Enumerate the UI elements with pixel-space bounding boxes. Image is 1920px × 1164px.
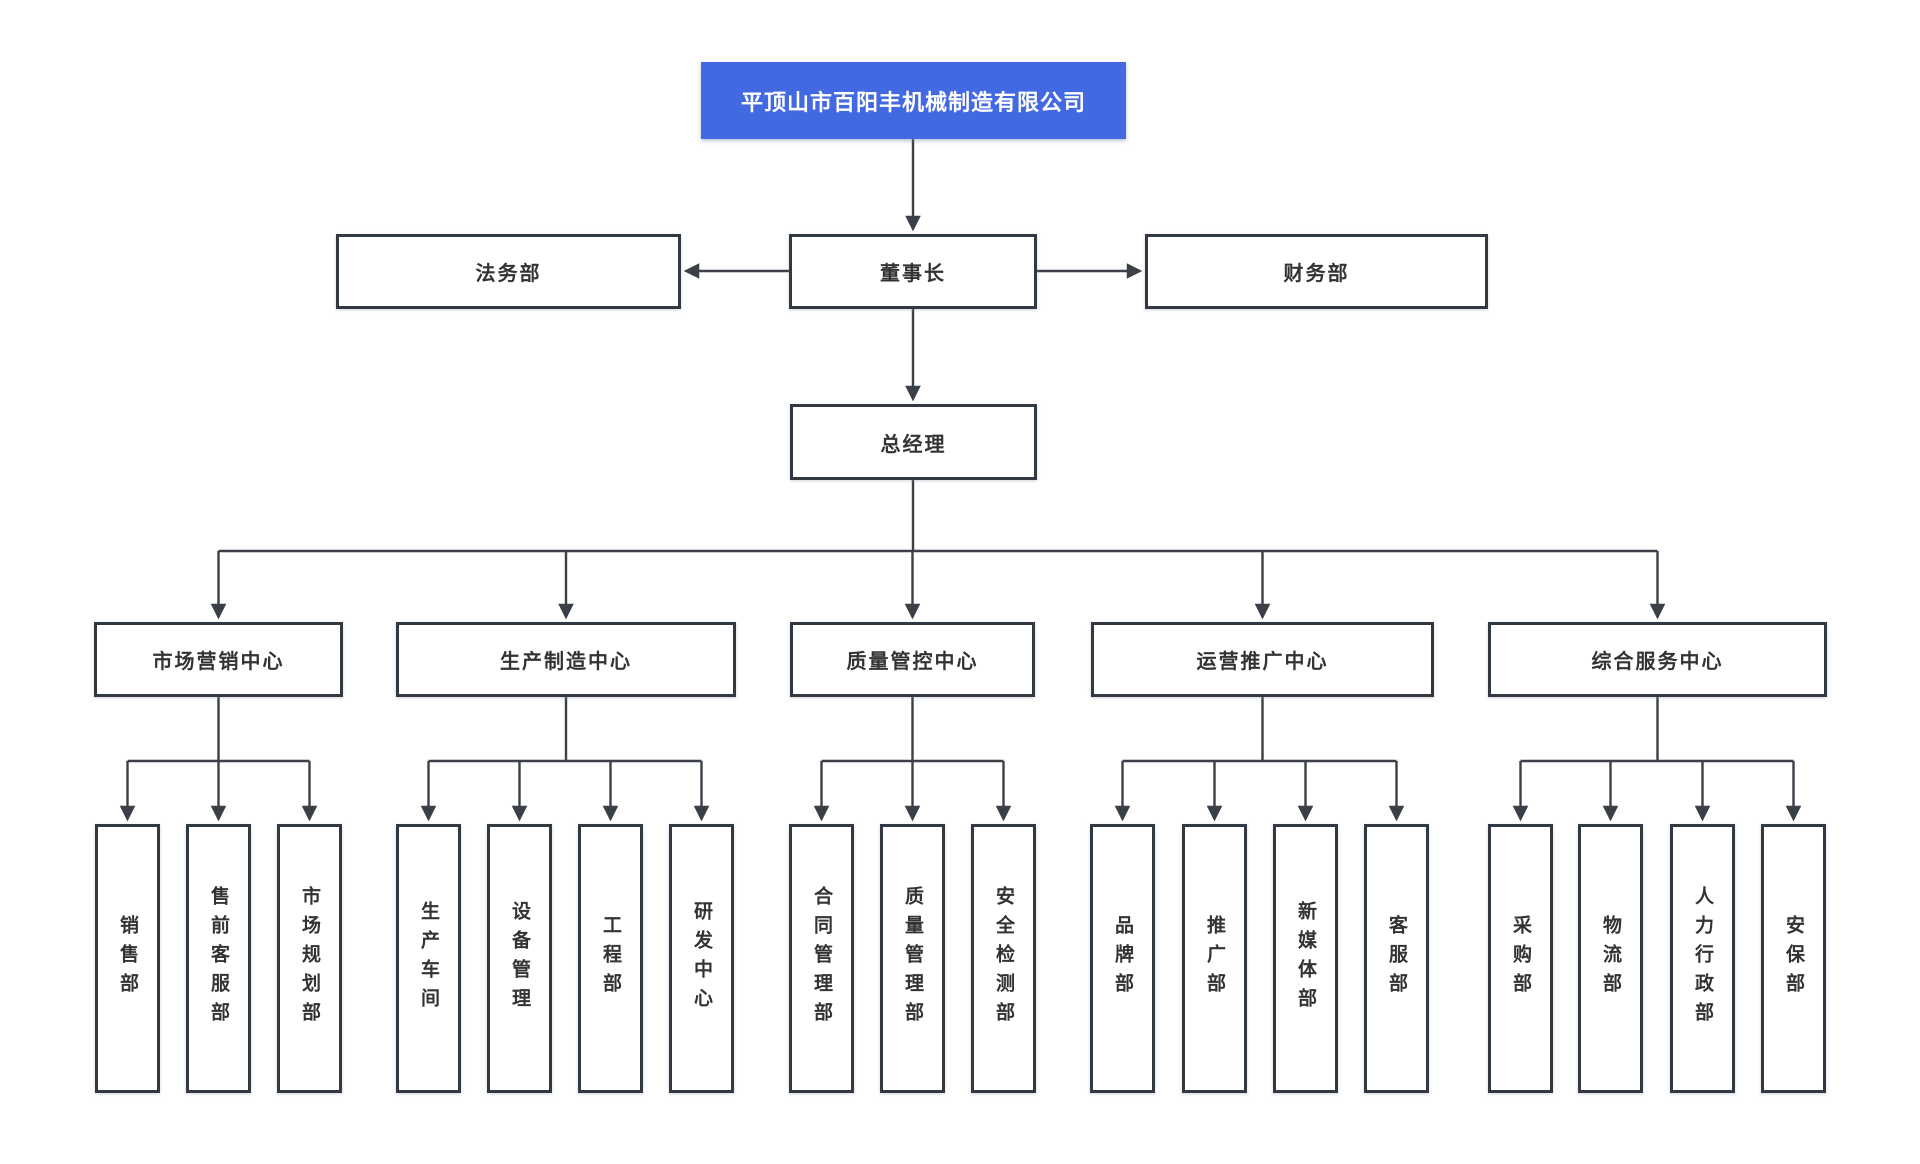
company-root-node[interactable]: 平顶山市百阳丰机械制造有限公司 [701,62,1126,139]
dept-label-hr-admin: 人力行政部 [1692,886,1713,1031]
dept-node-safety-inspection[interactable]: 安全检测部 [971,824,1036,1093]
dept-node-equipment-management[interactable]: 设备管理 [487,824,552,1093]
dept-node-presales-service[interactable]: 售前客服部 [186,824,251,1093]
center-label-marketing: 市场营销中心 [152,651,285,673]
dept-label-rd-center: 研发中心 [691,900,712,1017]
center-node-quality[interactable]: 质量管控中心 [790,622,1035,697]
dept-node-contract-management[interactable]: 合同管理部 [789,824,854,1093]
dept-label-promotion: 推广部 [1204,915,1225,1002]
dept-label-new-media: 新媒体部 [1295,900,1316,1017]
center-label-operations: 运营推广中心 [1196,651,1329,673]
dept-node-rd-center[interactable]: 研发中心 [669,824,734,1093]
company-name: 平顶山市百阳丰机械制造有限公司 [740,89,1086,115]
center-node-services[interactable]: 综合服务中心 [1488,622,1827,697]
center-label-production: 生产制造中心 [500,651,632,673]
dept-label-sales: 销售部 [117,915,138,1002]
connector-group5-rail [1520,697,1794,763]
chairman-label: 董事长 [880,263,946,285]
dept-node-market-planning[interactable]: 市场规划部 [277,824,342,1093]
dept-node-procurement[interactable]: 采购部 [1488,824,1553,1093]
center-label-quality: 质量管控中心 [846,651,979,673]
dept-node-quality-management[interactable]: 质量管理部 [880,824,945,1093]
dept-label-engineering: 工程部 [600,915,621,1002]
legal-dept-label: 法务部 [475,263,542,285]
connector-gm-stem [218,480,1658,553]
dept-label-production-workshop: 生产车间 [418,900,439,1017]
general-manager-node[interactable]: 总经理 [790,404,1037,480]
finance-dept-label: 财务部 [1283,263,1350,285]
dept-node-production-workshop[interactable]: 生产车间 [396,824,461,1093]
dept-node-logistics[interactable]: 物流部 [1578,824,1643,1093]
connector-group2-rail [428,697,702,763]
dept-node-customer-service[interactable]: 客服部 [1364,824,1429,1093]
dept-label-equipment-management: 设备管理 [509,900,530,1017]
connector-group4-rail [1122,697,1397,763]
dept-label-security: 安保部 [1783,915,1804,1002]
dept-label-brand: 品牌部 [1112,915,1133,1002]
dept-label-quality-management: 质量管理部 [902,886,923,1031]
center-node-marketing[interactable]: 市场营销中心 [94,622,343,697]
dept-label-customer-service: 客服部 [1386,915,1407,1002]
dept-node-new-media[interactable]: 新媒体部 [1273,824,1338,1093]
dept-node-hr-admin[interactable]: 人力行政部 [1670,824,1735,1093]
center-node-operations[interactable]: 运营推广中心 [1091,622,1434,697]
dept-label-presales-service: 售前客服部 [208,886,229,1031]
center-label-services: 综合服务中心 [1591,651,1724,673]
general-manager-label: 总经理 [880,433,947,456]
dept-node-engineering[interactable]: 工程部 [578,824,643,1093]
connector-group3-rail [821,697,1004,763]
finance-dept-node[interactable]: 财务部 [1145,234,1488,309]
dept-node-brand[interactable]: 品牌部 [1090,824,1155,1093]
dept-node-sales[interactable]: 销售部 [95,824,160,1093]
dept-label-market-planning: 市场规划部 [299,886,320,1031]
dept-label-logistics: 物流部 [1600,915,1621,1002]
center-node-production[interactable]: 生产制造中心 [396,622,736,697]
connector-group1-rail [127,697,310,763]
dept-label-safety-inspection: 安全检测部 [993,886,1014,1031]
dept-label-contract-management: 合同管理部 [811,886,832,1031]
chairman-node[interactable]: 董事长 [789,234,1037,309]
dept-node-promotion[interactable]: 推广部 [1182,824,1247,1093]
dept-label-procurement: 采购部 [1510,915,1531,1002]
legal-dept-node[interactable]: 法务部 [336,234,681,309]
dept-node-security[interactable]: 安保部 [1761,824,1826,1093]
